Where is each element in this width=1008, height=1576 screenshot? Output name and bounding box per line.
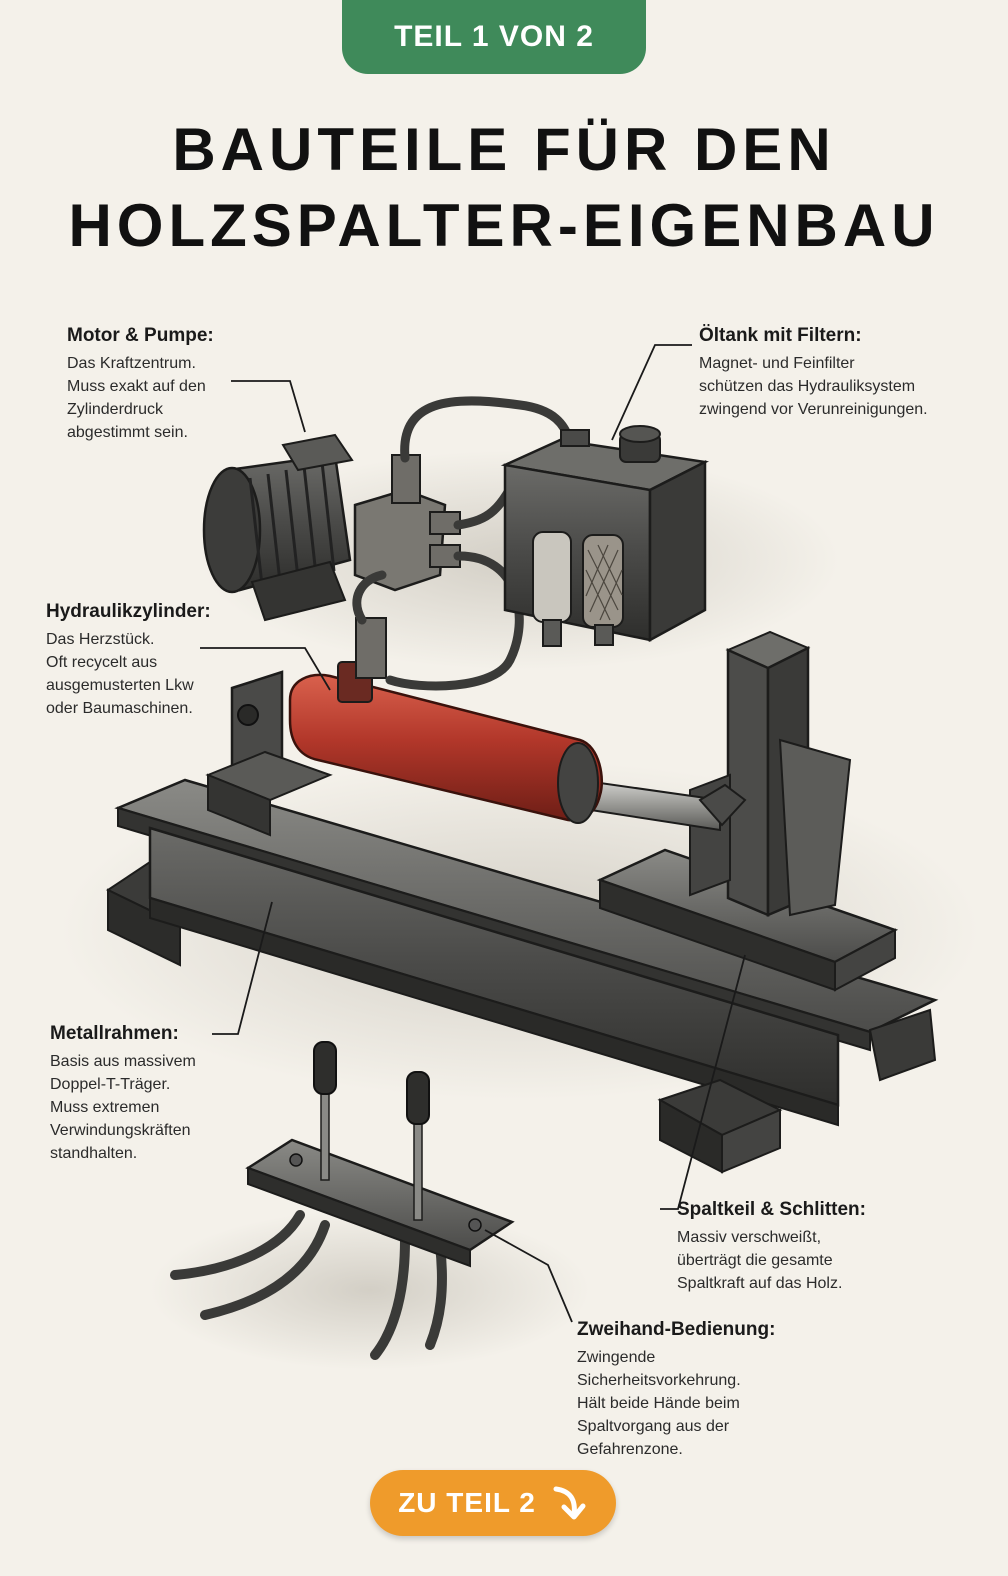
part-badge-label: TEIL 1 VON 2 bbox=[394, 20, 594, 53]
label-line: Hält beide Hände beim bbox=[577, 1395, 740, 1412]
label-motor-pump-text: Das Kraftzentrum. Muss exakt auf den Zyl… bbox=[67, 352, 267, 444]
label-metal-frame: Metallrahmen: Basis aus massivem Doppel-… bbox=[50, 1022, 250, 1165]
label-line: abgestimmt sein. bbox=[67, 424, 188, 441]
two-hand-control bbox=[170, 1041, 515, 1360]
label-line: Zwingende bbox=[577, 1349, 656, 1366]
leader-lines bbox=[200, 344, 746, 1323]
hydraulic-hoses bbox=[352, 396, 575, 691]
label-line: überträgt die gesamte bbox=[677, 1252, 833, 1269]
label-line: Muss extremen bbox=[50, 1099, 160, 1116]
label-line: Basis aus massivem bbox=[50, 1053, 196, 1070]
arrow-down-right-icon bbox=[553, 1486, 586, 1520]
label-line: Sicherheitsvorkehrung. bbox=[577, 1372, 741, 1389]
label-oil-tank-text: Magnet- und Feinfilter schützen das Hydr… bbox=[699, 352, 989, 421]
label-wedge-sled-text: Massiv verschweißt, überträgt die gesamt… bbox=[677, 1226, 917, 1295]
label-line: Spaltvorgang aus der bbox=[577, 1418, 730, 1435]
label-line: Das Kraftzentrum. bbox=[67, 355, 196, 372]
label-line: Oft recycelt aus bbox=[46, 654, 158, 671]
label-line: Doppel-T-Träger. bbox=[50, 1076, 171, 1093]
label-wedge-sled-title: Spaltkeil & Schlitten: bbox=[677, 1199, 866, 1220]
label-two-hand-control: Zweihand-Bedienung: Zwingende Sicherheit… bbox=[577, 1318, 807, 1461]
part-badge: TEIL 1 VON 2 bbox=[342, 0, 646, 74]
label-line: zwingend vor Verunreinigungen. bbox=[699, 401, 928, 418]
label-line: ausgemusterten Lkw bbox=[46, 677, 194, 694]
label-line: Massiv verschweißt, bbox=[677, 1229, 822, 1246]
label-metal-frame-text: Basis aus massivem Doppel-T-Träger. Muss… bbox=[50, 1050, 250, 1165]
label-oil-tank-title: Öltank mit Filtern: bbox=[699, 325, 862, 346]
label-wedge-sled: Spaltkeil & Schlitten: Massiv verschweiß… bbox=[677, 1198, 917, 1295]
label-line: standhalten. bbox=[50, 1145, 138, 1162]
ground-shadow bbox=[150, 1210, 590, 1370]
metal-frame bbox=[105, 778, 939, 1174]
label-two-hand-control-text: Zwingende Sicherheitsvorkehrung. Hält be… bbox=[577, 1346, 807, 1461]
label-line: oder Baumaschinen. bbox=[46, 700, 193, 717]
oil-tank bbox=[500, 425, 710, 647]
splitting-wedge bbox=[596, 630, 899, 992]
label-line: Das Herzstück. bbox=[46, 631, 155, 648]
label-hydraulic-cylinder: Hydraulikzylinder: Das Herzstück. Oft re… bbox=[46, 600, 246, 720]
label-oil-tank: Öltank mit Filtern: Magnet- und Feinfilt… bbox=[699, 324, 989, 421]
next-part-button[interactable]: ZU TEIL 2 bbox=[370, 1470, 616, 1536]
label-motor-pump: Motor & Pumpe: Das Kraftzentrum. Muss ex… bbox=[67, 324, 267, 444]
title-line-1: BAUTEILE FÜR DEN bbox=[172, 116, 836, 183]
label-hydraulic-cylinder-text: Das Herzstück. Oft recycelt aus ausgemus… bbox=[46, 628, 246, 720]
label-hydraulic-cylinder-title: Hydraulikzylinder: bbox=[46, 601, 211, 622]
label-motor-pump-title: Motor & Pumpe: bbox=[67, 325, 214, 346]
next-part-button-label: ZU TEIL 2 bbox=[398, 1487, 536, 1518]
label-line: Spaltkraft auf das Holz. bbox=[677, 1275, 843, 1292]
label-line: Muss exakt auf den bbox=[67, 378, 206, 395]
label-two-hand-control-title: Zweihand-Bedienung: bbox=[577, 1319, 776, 1340]
title-line-2: HOLZSPALTER-EIGENBAU bbox=[68, 192, 940, 259]
label-metal-frame-title: Metallrahmen: bbox=[50, 1023, 179, 1044]
label-line: Verwindungskräften bbox=[50, 1122, 191, 1139]
hydraulic-cylinder bbox=[205, 661, 747, 837]
motor-pump bbox=[202, 433, 461, 679]
label-line: Magnet- und Feinfilter bbox=[699, 355, 855, 372]
page-title: BAUTEILE FÜR DEN HOLZSPALTER-EIGENBAU bbox=[40, 112, 968, 264]
label-line: schützen das Hydrauliksystem bbox=[699, 378, 916, 395]
label-line: Gefahrenzone. bbox=[577, 1441, 683, 1458]
label-line: Zylinderdruck bbox=[67, 401, 164, 418]
